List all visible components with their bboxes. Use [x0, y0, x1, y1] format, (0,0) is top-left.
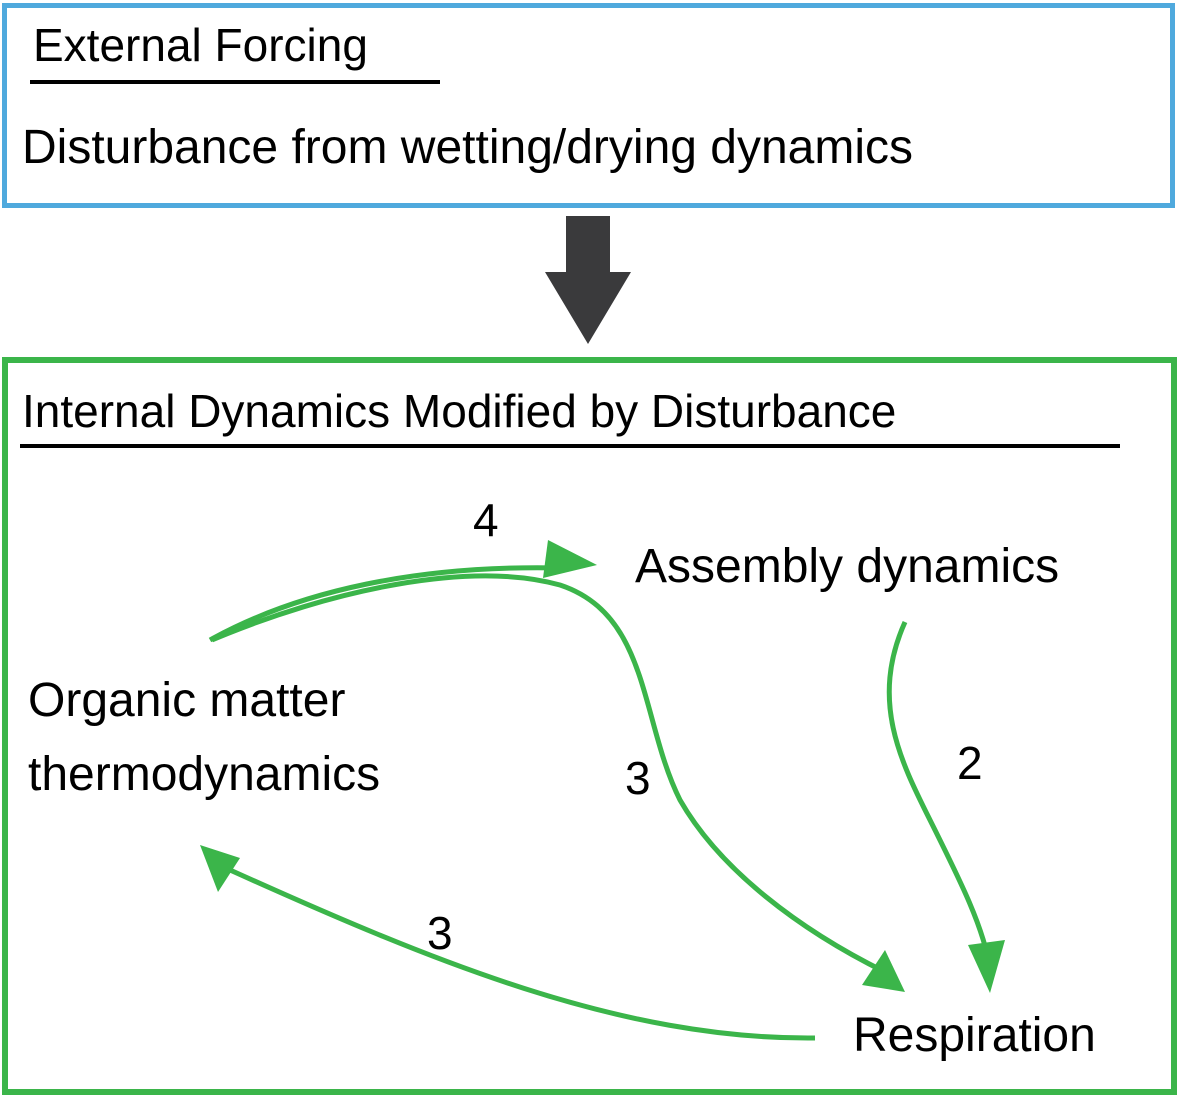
internal-dynamics-box — [2, 357, 1177, 1095]
node-respiration: Respiration — [853, 1009, 1096, 1062]
edge-label-2: 2 — [957, 737, 983, 789]
arrowhead-respiration-1 — [862, 950, 905, 992]
edge-respiration-to-organic — [228, 867, 816, 1041]
edge-label-4: 4 — [473, 494, 499, 546]
node-organic-line1: Organic matter — [28, 674, 346, 727]
internal-dynamics-title: Internal Dynamics Modified by Disturbanc… — [22, 385, 897, 437]
arrowhead-assembly — [543, 540, 597, 578]
disturbance-text: Disturbance from wetting/drying dynamics — [22, 121, 914, 174]
arrowhead-organic — [200, 845, 240, 892]
internal-title-underline — [20, 444, 1120, 448]
node-organic-line2: thermodynamics — [28, 748, 381, 801]
edge-organic-to-respiration — [211, 573, 887, 975]
node-assembly: Assembly dynamics — [635, 540, 1060, 593]
edge-label-3-organic-respiration: 3 — [625, 752, 651, 804]
external-forcing-title: External Forcing — [33, 19, 368, 71]
external-title-underline — [30, 80, 440, 84]
edge-assembly-to-respiration — [886, 620, 993, 971]
edge-label-3-respiration-organic: 3 — [427, 907, 453, 959]
external-forcing-box — [2, 3, 1175, 208]
arrowhead-respiration-2 — [968, 940, 1005, 993]
main-down-arrow — [545, 216, 631, 344]
edge-organic-to-assembly — [208, 565, 561, 643]
